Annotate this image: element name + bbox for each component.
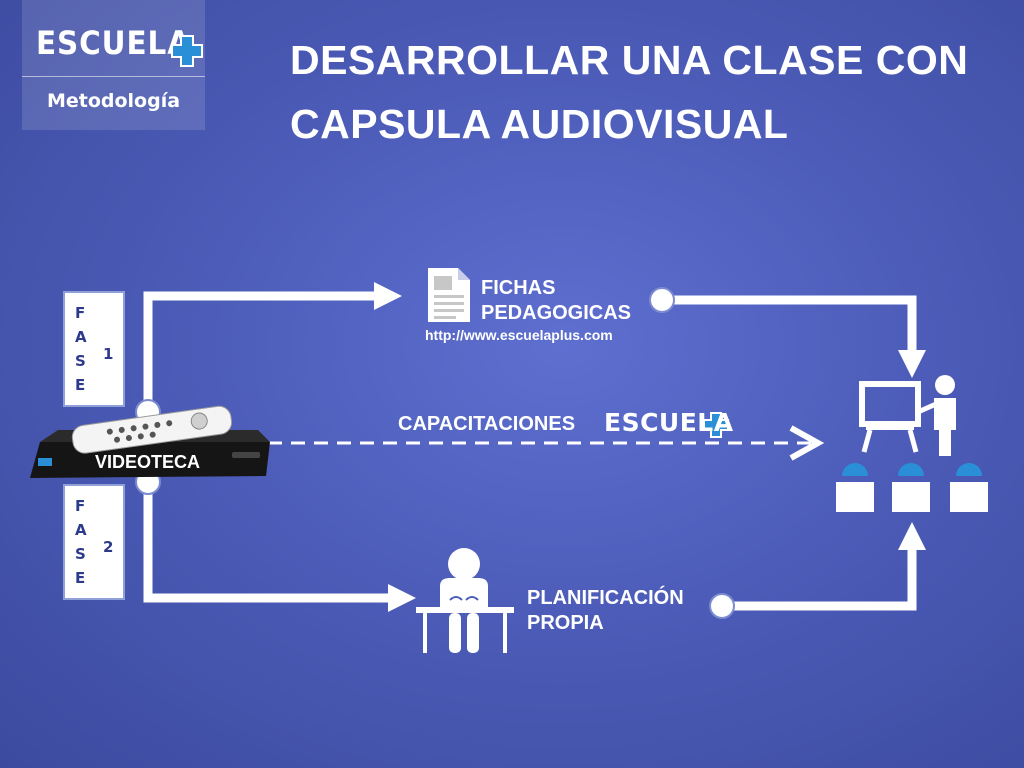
fase-1-letter: F bbox=[75, 304, 86, 322]
fichas-label: FICHAS PEDAGOGICAS bbox=[481, 276, 631, 326]
fase-2-number: 2 bbox=[103, 538, 114, 556]
capacitaciones-plus-icon bbox=[703, 412, 729, 438]
planificacion-dot bbox=[709, 593, 735, 619]
fase-2-box: F A S E 2 bbox=[63, 484, 125, 600]
capacitaciones-logo-word: ESCUELA bbox=[604, 408, 734, 437]
capacitaciones-label: CAPACITACIONES bbox=[398, 413, 576, 435]
document-icon bbox=[428, 268, 470, 322]
fichas-url: http://www.escuelaplus.com bbox=[425, 327, 613, 343]
title-line-2: CAPSULA AUDIOVISUAL bbox=[290, 101, 789, 147]
fase1-connector bbox=[143, 291, 378, 412]
planificacion-label-line-2: PROPIA bbox=[527, 612, 604, 634]
fase-1-letter: A bbox=[75, 328, 87, 346]
fichas-arrowhead bbox=[898, 350, 926, 378]
fichas-dot bbox=[649, 287, 675, 313]
fase-1-letter: E bbox=[75, 376, 86, 394]
videoteca-device-icon bbox=[30, 405, 270, 478]
fase-1-box: F A S E 1 bbox=[63, 291, 125, 407]
fichas-label-line-2: PEDAGOGICAS bbox=[481, 302, 632, 324]
fase-2-letter: F bbox=[75, 497, 86, 515]
fase-1-letters: F A S E bbox=[75, 301, 87, 397]
fase1-arrowhead bbox=[374, 282, 402, 310]
planificacion-label: PLANIFICACIÓN PROPIA bbox=[527, 586, 684, 636]
planificacion-arrowhead bbox=[898, 522, 926, 550]
fichas-label-line-1: FICHAS bbox=[481, 277, 556, 299]
title-line-1: DESARROLLAR UNA CLASE CON bbox=[290, 37, 969, 83]
page-title: DESARROLLAR UNA CLASE CON CAPSULA AUDIOV… bbox=[290, 28, 990, 156]
escuela-logo: ESCUELA Metodología bbox=[22, 0, 205, 130]
fase-2-letters: F A S E bbox=[75, 494, 87, 590]
fase-1-letter: S bbox=[75, 352, 86, 370]
videoteca-label: VIDEOTECA bbox=[95, 452, 201, 472]
fase-1-number: 1 bbox=[103, 345, 114, 363]
fase-2-letter: A bbox=[75, 521, 87, 539]
plus-icon bbox=[171, 35, 203, 67]
logo-wordmark: ESCUELA bbox=[36, 24, 191, 62]
planificacion-label-line-1: PLANIFICACIÓN bbox=[527, 587, 684, 609]
logo-subtitle: Metodología bbox=[46, 90, 181, 112]
fase-2-letter: E bbox=[75, 569, 86, 587]
logo-divider bbox=[22, 76, 205, 77]
fichas-connector bbox=[662, 295, 917, 352]
fase2-connector bbox=[143, 482, 392, 603]
fase-2-letter: S bbox=[75, 545, 86, 563]
person-at-desk-icon bbox=[416, 548, 514, 653]
fase2-arrowhead bbox=[388, 584, 416, 612]
planificacion-connector bbox=[722, 548, 917, 611]
classroom-icon bbox=[836, 375, 988, 512]
